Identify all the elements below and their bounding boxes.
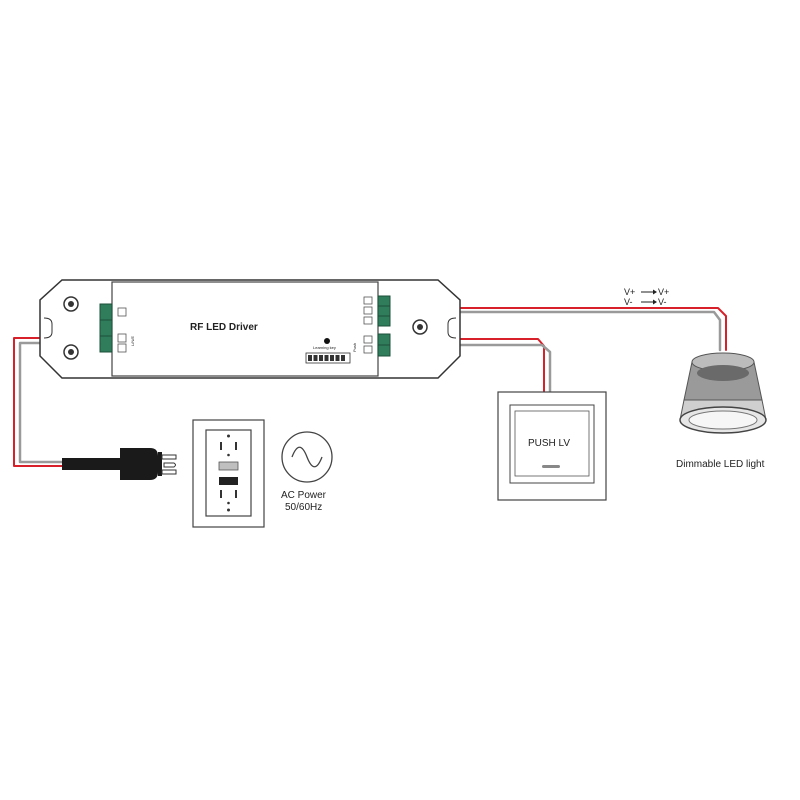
vminus-to: V- bbox=[658, 297, 667, 307]
plug-prong-icon bbox=[161, 454, 177, 475]
plug-body bbox=[120, 448, 158, 480]
dip-switch-bank bbox=[305, 352, 351, 364]
outlet-reset-button bbox=[219, 477, 238, 485]
push-switch: PUSH LV bbox=[497, 391, 607, 501]
outlet-socket-bottom bbox=[220, 490, 237, 505]
input-terminal-label: L/N/E bbox=[130, 336, 135, 346]
vplus-to: V+ bbox=[658, 287, 669, 297]
mounting-hole-icon bbox=[63, 344, 79, 360]
wall-outlet bbox=[192, 419, 265, 528]
plug-cable bbox=[62, 458, 124, 470]
outlet-test-button bbox=[218, 461, 239, 471]
vminus-from: V- bbox=[624, 297, 633, 307]
switch-indicator bbox=[542, 465, 560, 468]
input-terminal-block bbox=[99, 303, 113, 353]
led-light-label: Dimmable LED light bbox=[676, 459, 765, 470]
driver-title: RF LED Driver bbox=[190, 322, 258, 333]
vplus-from: V+ bbox=[624, 287, 635, 297]
output-terminal-block bbox=[377, 295, 391, 327]
power-plug bbox=[120, 448, 177, 480]
arrow-right-icon bbox=[641, 289, 657, 295]
learning-key-button bbox=[324, 338, 330, 344]
learning-key-label: Learning key bbox=[313, 345, 336, 350]
push-wire-grey bbox=[390, 343, 552, 394]
push-wire-red bbox=[391, 338, 545, 393]
arrow-right-icon bbox=[641, 299, 657, 305]
ac-frequency-label: 50/60Hz bbox=[285, 502, 322, 513]
push-terminal-label: Push bbox=[352, 343, 357, 352]
rf-led-driver: L/N/E Push RF LED Driver Learning key bbox=[39, 279, 461, 379]
dimmable-led-light: Dimmable LED light bbox=[676, 352, 767, 470]
mounting-hole-icon bbox=[412, 319, 428, 335]
ac-power-label: AC Power bbox=[281, 490, 327, 501]
mounting-hole-icon bbox=[63, 296, 79, 312]
switch-label: PUSH LV bbox=[528, 438, 570, 449]
output-polarity-labels: V+ V+ V- V- bbox=[624, 287, 669, 307]
ac-power-source: AC Power 50/60Hz bbox=[281, 431, 333, 513]
outlet-socket-top bbox=[220, 442, 237, 457]
